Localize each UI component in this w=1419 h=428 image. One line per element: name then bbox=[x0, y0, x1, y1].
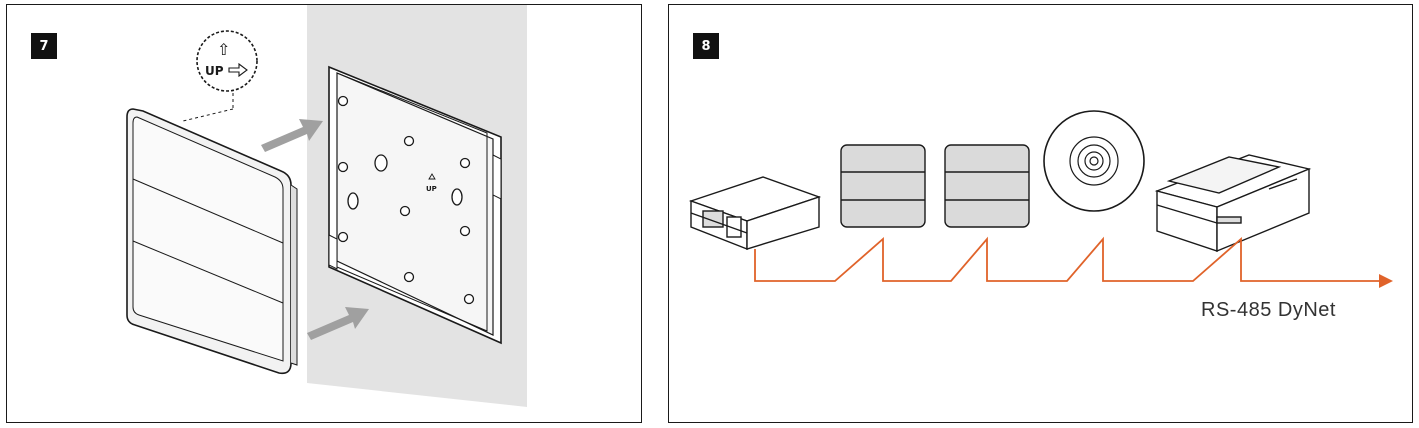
back-mounting-plate: UP bbox=[328, 65, 502, 345]
rs485-bus-line bbox=[754, 236, 1379, 282]
step-7-panel: 7 bbox=[6, 4, 642, 423]
up-arrow-icon: ⇧ bbox=[217, 40, 230, 59]
right-arrow-icon bbox=[228, 62, 248, 78]
controller-device bbox=[688, 176, 822, 251]
screw-hole-icon bbox=[337, 95, 475, 305]
keypad-device-1 bbox=[840, 144, 926, 228]
up-label: UP bbox=[205, 64, 224, 78]
bus-label: RS-485 DyNet bbox=[1201, 299, 1336, 321]
network-diagram bbox=[688, 110, 1393, 288]
ceiling-sensor-device bbox=[1043, 110, 1145, 212]
front-keypad bbox=[126, 108, 298, 375]
plate-up-mark: UP bbox=[426, 173, 437, 193]
step-number-badge: 7 bbox=[31, 33, 57, 59]
step-number-badge: 8 bbox=[693, 33, 719, 59]
push-arrow-icon bbox=[261, 119, 369, 340]
step-8-panel: 8 bbox=[668, 4, 1413, 423]
svg-text:UP: UP bbox=[426, 185, 437, 193]
keypad-device-2 bbox=[944, 144, 1030, 228]
mounting-illustration: UP ⇧ UP bbox=[126, 5, 527, 407]
din-rail-controller bbox=[1154, 154, 1312, 253]
bus-arrow-icon bbox=[1379, 274, 1393, 288]
up-orientation-callout: ⇧ UP bbox=[182, 30, 258, 122]
